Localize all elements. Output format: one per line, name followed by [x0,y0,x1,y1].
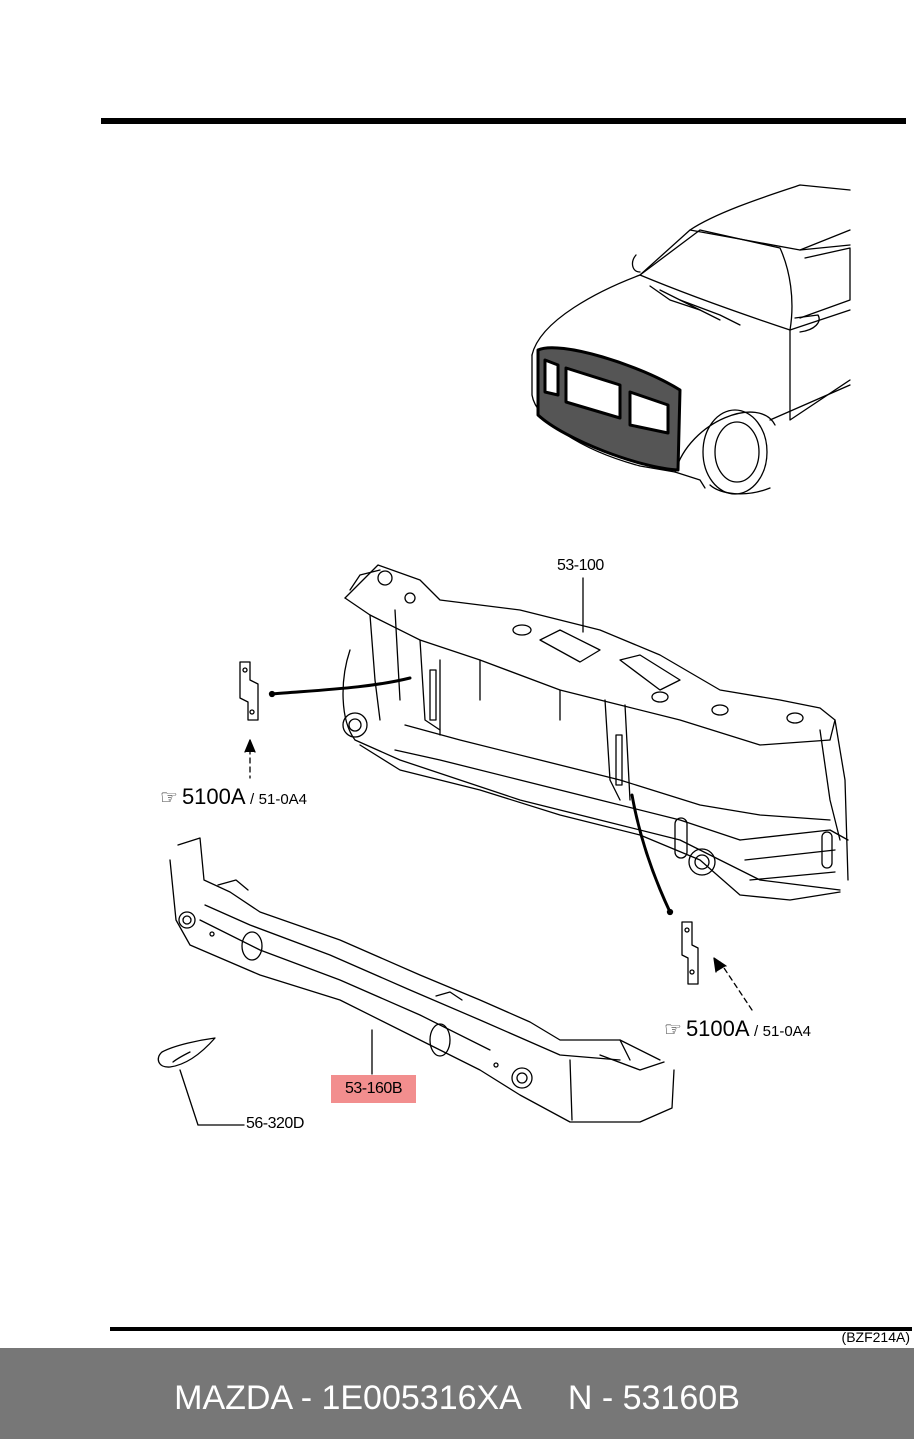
bracket-right [681,921,699,985]
radiator-support-assembly [342,564,849,901]
label-bumper-reinforcement-highlighted[interactable]: 53-160B [331,1075,416,1103]
reference-subcode: 51-0A4 [762,1023,812,1040]
bumper-reinforcement [169,837,675,1123]
bottom-rule [110,1327,912,1331]
drawing-code: (BZF214A) [841,1329,910,1345]
pointing-hand-icon: ☞ [160,787,178,809]
reference-code: 5100A [685,1016,750,1041]
reference-left: ☞5100A / 51-0A4 [160,784,307,810]
reference-separator: / [754,1023,759,1040]
pointing-hand-icon: ☞ [664,1019,682,1041]
reference-subcode: 51-0A4 [258,791,308,808]
oem-part-number: N - 53160B [567,1379,740,1417]
bracket-left [239,661,259,721]
vehicle-illustration [531,184,851,495]
footer-bar: MAZDA - 1E005316XA N - 53160B [0,1348,914,1439]
label-radiator-support: 53-100 [557,557,604,574]
reference-separator: / [250,791,255,808]
reference-code: 5100A [181,784,246,809]
brand-part-number: MAZDA - 1E005316XA [174,1379,522,1417]
tow-hook [157,1037,216,1068]
footer-caption: MAZDA - 1E005316XA N - 53160B [0,1348,914,1439]
label-tow-hook: 56-320D [246,1115,304,1132]
top-rule [101,118,906,124]
reference-right: ☞5100A / 51-0A4 [664,1016,811,1042]
